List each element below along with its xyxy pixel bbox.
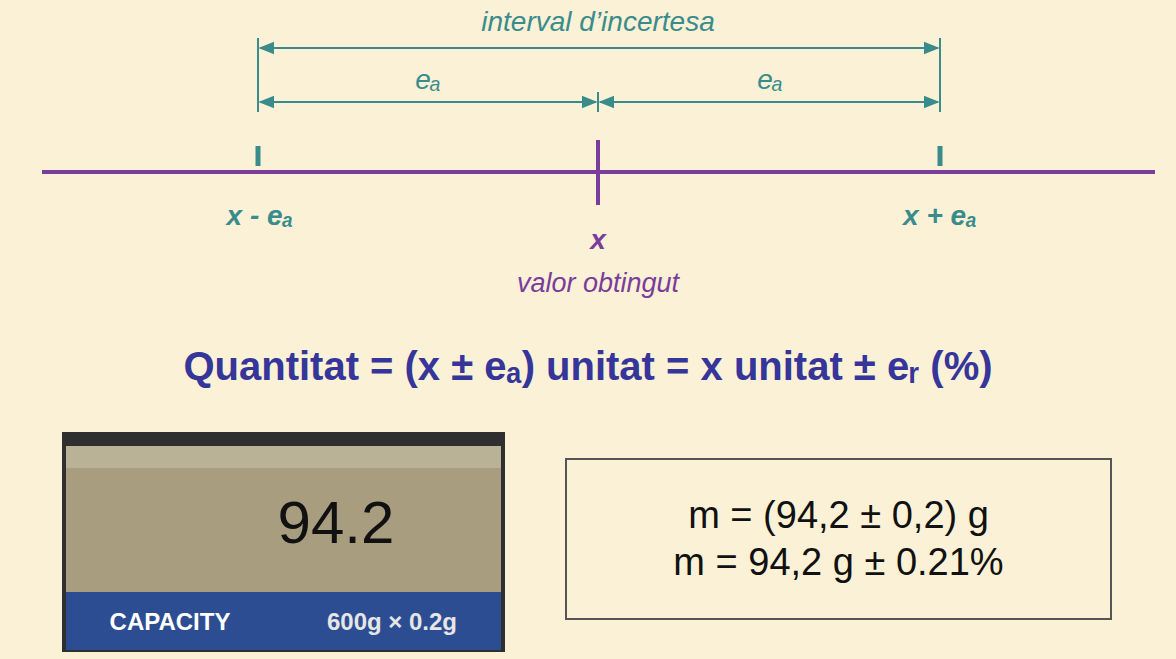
formula-text: Quantitat = (x ± eₐ) unitat = x unitat ±… xyxy=(183,343,992,389)
display-glare xyxy=(66,446,501,468)
interval-arrow xyxy=(260,47,938,49)
result-box: m = (94,2 ± 0,2) gm = 94,2 g ± 0.21% xyxy=(565,458,1112,620)
lower-bound-label: x - eₐ xyxy=(227,200,294,232)
bracket-line xyxy=(257,38,259,112)
error-label: eₐ xyxy=(757,64,783,96)
scale-display xyxy=(66,446,501,592)
error-label: eₐ xyxy=(415,64,441,96)
bracket-line xyxy=(597,92,599,112)
value-tick xyxy=(596,140,600,205)
display-reading: 94.2 xyxy=(278,488,395,557)
result-text: m = 94,2 g ± 0.21% xyxy=(673,539,1003,587)
scale-label: 600g × 0.2g xyxy=(327,608,457,636)
scale-housing xyxy=(62,432,505,652)
bound-tick xyxy=(938,146,943,166)
bracket-line xyxy=(939,38,941,112)
scale-label: CAPACITY xyxy=(110,608,231,636)
bound-tick xyxy=(256,146,261,166)
value-caption: valor obtingut xyxy=(517,268,679,299)
error-arrow xyxy=(260,101,596,103)
upper-bound-label: x + eₐ xyxy=(903,200,977,232)
scale-label-band xyxy=(66,592,501,650)
result-text: m = (94,2 ± 0,2) g xyxy=(688,492,989,540)
value-label: x xyxy=(590,224,606,256)
error-arrow xyxy=(600,101,938,103)
interval-label: interval d’incertesa xyxy=(481,6,714,38)
